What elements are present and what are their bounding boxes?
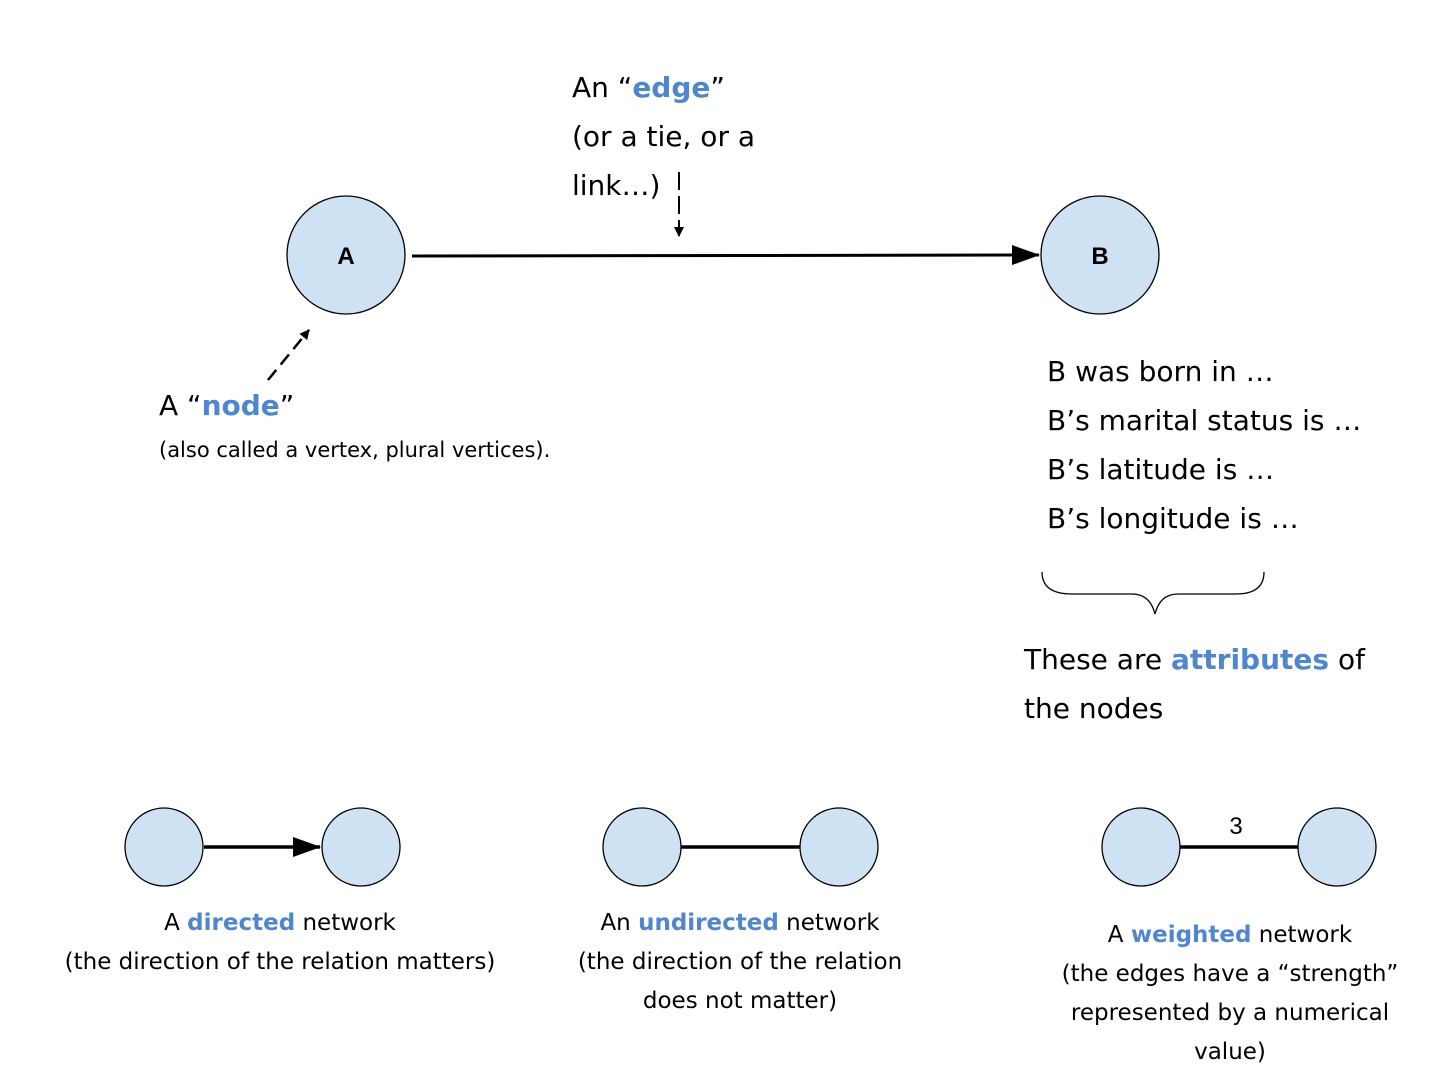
attribute-item: B was born in …	[1047, 355, 1274, 388]
directed-caption-line2: (the direction of the relation matters)	[64, 949, 496, 975]
directed-node-left	[124, 807, 204, 887]
edge-annotation-suffix: ”	[710, 71, 725, 104]
directed-node-right	[321, 807, 401, 887]
weighted-caption: A weighted network	[1040, 921, 1420, 951]
edge-annotation-line3: link…)	[572, 169, 661, 202]
node-pointer-arrow	[267, 329, 310, 381]
node-b-label: B	[1091, 243, 1108, 270]
node-b: B	[1040, 195, 1160, 315]
node-annotation-title: A “node”	[159, 388, 294, 424]
weighted-node-left	[1101, 807, 1181, 887]
edge-annotation-title: An “edge”	[572, 70, 725, 106]
weighted-edge-value: 3	[1229, 813, 1242, 840]
node-a: A	[286, 195, 406, 315]
edge-annotation-line2: (or a tie, or a	[572, 120, 756, 153]
node-annotation-prefix: A “	[159, 389, 202, 422]
weighted-caption-suffix: network	[1251, 922, 1353, 948]
undirected-node-right	[799, 807, 879, 887]
node-a-label: A	[337, 243, 354, 270]
weighted-example: 3	[1101, 807, 1377, 887]
attributes-caption-suffix: of	[1329, 643, 1365, 676]
weighted-caption-line3: represented by a numerical	[1070, 1000, 1390, 1026]
node-term: node	[201, 389, 280, 422]
edge-term: edge	[632, 71, 711, 104]
attributes-term: attributes	[1170, 643, 1330, 676]
undirected-node-left	[602, 807, 682, 887]
undirected-example	[602, 807, 879, 887]
directed-term: directed	[187, 910, 296, 936]
attributes-caption: These are attributes of	[1024, 642, 1365, 678]
attribute-item: B’s longitude is …	[1047, 502, 1299, 535]
attribute-item: B’s marital status is …	[1047, 404, 1362, 437]
undirected-caption-prefix: An	[600, 910, 639, 936]
directed-example	[124, 807, 401, 887]
weighted-caption-prefix: A	[1107, 922, 1131, 948]
undirected-term: undirected	[638, 910, 779, 936]
undirected-caption-line3: does not matter)	[642, 988, 838, 1014]
directed-caption-suffix: network	[295, 910, 396, 936]
weighted-node-right	[1297, 807, 1377, 887]
undirected-caption: An undirected network	[540, 909, 940, 939]
attributes-brace	[1041, 571, 1265, 615]
directed-caption: A directed network	[40, 909, 520, 939]
weighted-term: weighted	[1130, 922, 1252, 948]
node-annotation-suffix: ”	[279, 389, 295, 422]
undirected-caption-suffix: network	[778, 910, 880, 936]
node-annotation-detail: (also called a vertex, plural vertices).	[159, 438, 551, 462]
edge-annotation-prefix: An “	[572, 71, 633, 104]
attribute-item: B’s latitude is …	[1047, 453, 1275, 486]
directed-caption-prefix: A	[164, 910, 188, 936]
attributes-caption-line2: the nodes	[1024, 692, 1164, 725]
weighted-caption-line2: (the edges have a “strength”	[1061, 961, 1399, 987]
edge-a-to-b	[411, 245, 1040, 266]
weighted-caption-line4: value)	[1194, 1039, 1266, 1065]
undirected-caption-line2: (the direction of the relation	[577, 949, 903, 975]
attributes-caption-prefix: These are	[1024, 643, 1171, 676]
